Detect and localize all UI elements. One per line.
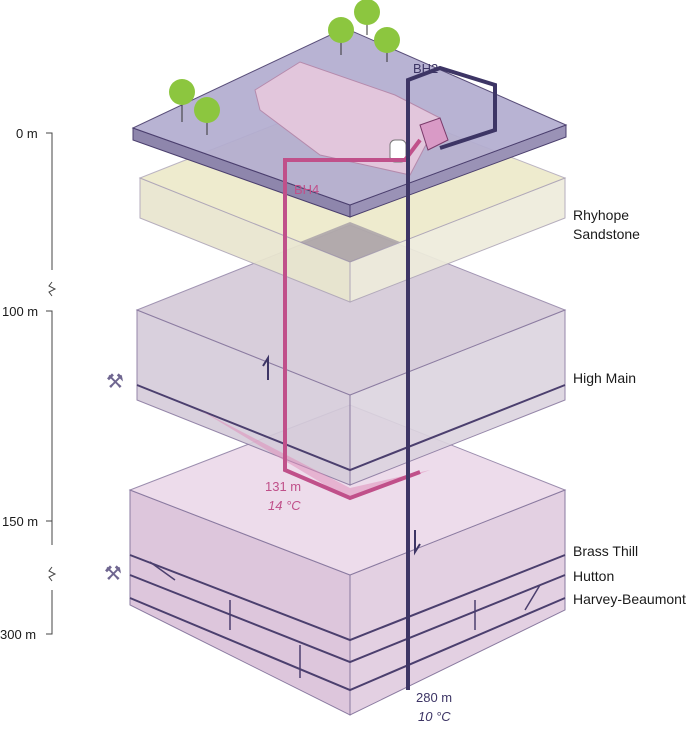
layer-label-brass-thill: Brass Thill	[573, 543, 638, 559]
high-main-block	[135, 224, 567, 500]
bh4-label: BH4	[294, 182, 319, 197]
bh4-temp: 14 °C	[268, 498, 301, 513]
pickaxe-icon: ⚒	[106, 371, 124, 393]
bh2-temp: 10 °C	[418, 709, 451, 724]
flow-arrow-icon	[262, 354, 269, 380]
layer-label-hutton: Hutton	[573, 568, 614, 584]
scale-tick-300m: 300 m	[0, 627, 36, 642]
pickaxe-icon: ⚒	[104, 563, 122, 585]
bh2-label: BH2	[413, 61, 438, 76]
depth-scale: 0 m 100 m 150 m 300 m	[0, 126, 57, 642]
flow-arrow-icon	[414, 530, 421, 556]
heat-pump-building	[419, 117, 449, 151]
layer-label-harvey-beaumont: Harvey-Beaumont	[573, 591, 686, 607]
scale-tick-0m: 0 m	[16, 126, 38, 141]
surface-slab	[131, 27, 568, 218]
bh2-pipe	[406, 65, 497, 690]
bh4-depth: 131 m	[265, 479, 301, 494]
tree-icon	[169, 0, 400, 135]
layer-label-high-main: High Main	[573, 370, 636, 386]
layer-label-rhyhope: Rhyhope	[573, 207, 629, 223]
scale-tick-100m: 100 m	[2, 304, 38, 319]
bh2-depth: 280 m	[416, 690, 452, 705]
scale-tick-150m: 150 m	[2, 514, 38, 529]
layer-label-sandstone: Sandstone	[573, 226, 640, 242]
